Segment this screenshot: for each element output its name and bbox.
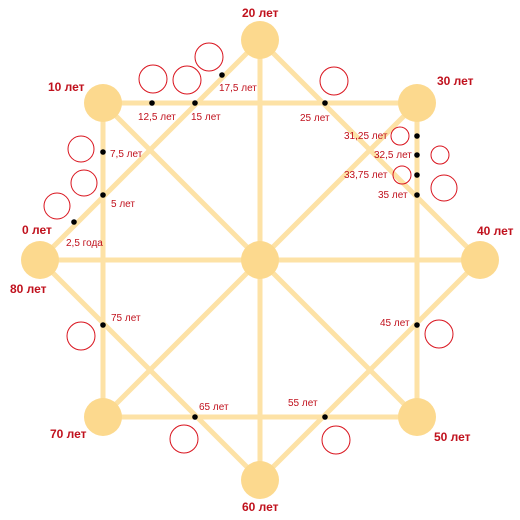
label-point-75: 75 лет xyxy=(111,313,141,324)
point-33-75 xyxy=(414,172,420,178)
node-center xyxy=(241,241,279,279)
point-32-5 xyxy=(414,152,420,158)
point-75 xyxy=(100,322,106,328)
empty-circle xyxy=(430,145,450,165)
node-50 xyxy=(398,398,436,436)
point-17-5 xyxy=(219,72,225,78)
label-point-35: 35 лет xyxy=(378,190,408,201)
empty-circle xyxy=(172,65,202,95)
empty-circle xyxy=(169,424,199,454)
point-age-labels: 2,5 года 5 лет 7,5 лет 12,5 лет 15 лет 1… xyxy=(66,83,412,413)
matrix-nodes xyxy=(21,21,499,499)
empty-circle xyxy=(194,42,224,72)
empty-circle xyxy=(430,174,458,202)
node-70 xyxy=(84,398,122,436)
label-point-17-5: 17,5 лет xyxy=(219,83,257,94)
point-31-25 xyxy=(414,133,420,139)
label-point-55: 55 лет xyxy=(288,398,318,409)
label-point-45: 45 лет xyxy=(380,318,410,329)
label-point-7-5: 7,5 лет xyxy=(110,149,143,160)
point-25 xyxy=(322,100,328,106)
node-10 xyxy=(84,84,122,122)
label-point-33-75: 33,75 лет xyxy=(344,170,388,181)
point-12-5 xyxy=(149,100,155,106)
age-points xyxy=(71,72,420,420)
empty-circle xyxy=(67,135,95,163)
point-15 xyxy=(192,100,198,106)
point-5 xyxy=(100,192,106,198)
label-age-70: 70 лет xyxy=(50,427,87,441)
label-point-31-25: 31,25 лет xyxy=(344,131,388,142)
node-40 xyxy=(461,241,499,279)
label-age-50: 50 лет xyxy=(434,430,471,444)
label-age-40: 40 лет xyxy=(477,224,514,238)
empty-circle xyxy=(424,319,454,349)
empty-circle xyxy=(70,169,98,197)
label-age-30: 30 лет xyxy=(437,74,474,88)
point-7-5 xyxy=(100,149,106,155)
label-age-10: 10 лет xyxy=(48,80,85,94)
label-point-15: 15 лет xyxy=(191,112,221,123)
label-point-32-5: 32,5 лет xyxy=(374,150,412,161)
node-30 xyxy=(398,84,436,122)
empty-circle xyxy=(66,321,96,351)
empty-circle xyxy=(390,126,410,146)
label-age-20: 20 лет xyxy=(242,6,279,20)
label-point-12-5: 12,5 лет xyxy=(138,112,176,123)
node-20 xyxy=(241,21,279,59)
label-age-0: 0 лет xyxy=(22,223,52,237)
point-35 xyxy=(414,192,420,198)
point-55 xyxy=(322,414,328,420)
point-65 xyxy=(192,414,198,420)
empty-circle xyxy=(392,165,412,185)
node-0-80 xyxy=(21,241,59,279)
point-45 xyxy=(414,322,420,328)
label-point-2-5: 2,5 года xyxy=(66,238,103,249)
main-age-labels: 20 лет 10 лет 30 лет 0 лет 40 лет 80 лет… xyxy=(10,6,514,514)
empty-circles xyxy=(43,42,458,455)
point-2-5 xyxy=(71,219,77,225)
empty-circle xyxy=(319,66,349,96)
empty-circle xyxy=(321,425,351,455)
label-age-80: 80 лет xyxy=(10,282,47,296)
node-60 xyxy=(241,461,279,499)
label-point-25: 25 лет xyxy=(300,113,330,124)
label-age-60: 60 лет xyxy=(242,500,279,514)
empty-circle xyxy=(138,64,168,94)
label-point-65: 65 лет xyxy=(199,402,229,413)
empty-circle xyxy=(43,192,71,220)
label-point-5: 5 лет xyxy=(111,199,135,210)
